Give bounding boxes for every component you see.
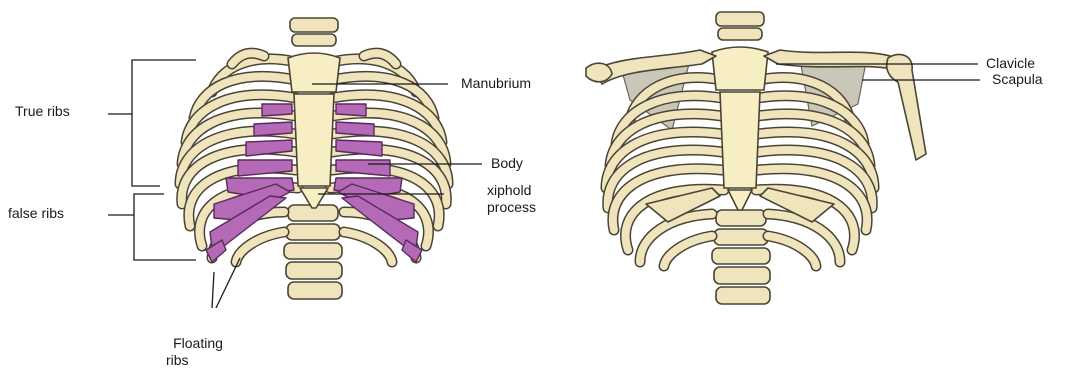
right-clavicle <box>764 50 890 68</box>
manubrium-label: Manubrium <box>461 75 531 92</box>
floating-ribs-label-line2: ribs <box>163 352 233 369</box>
false-ribs-label: false ribs <box>8 205 64 222</box>
floating-ribs-label: Floating ribs <box>163 335 233 369</box>
body-label: Body <box>491 155 523 172</box>
true-ribs-label: True ribs <box>15 103 70 120</box>
scapula-label: Scapula <box>992 71 1043 88</box>
clavicle-label: Clavicle <box>986 55 1035 72</box>
left-ribcage <box>180 18 448 299</box>
right-humerus <box>887 54 926 160</box>
left-humerus <box>586 63 612 82</box>
floating-ribs-label-line1: Floating <box>163 335 233 352</box>
xiphoid-label-line2: process <box>487 199 536 216</box>
right-ribcage <box>586 12 926 304</box>
xiphoid-label-line1: xiphold <box>487 182 536 199</box>
xiphoid-process-label: xiphold process <box>487 182 536 216</box>
